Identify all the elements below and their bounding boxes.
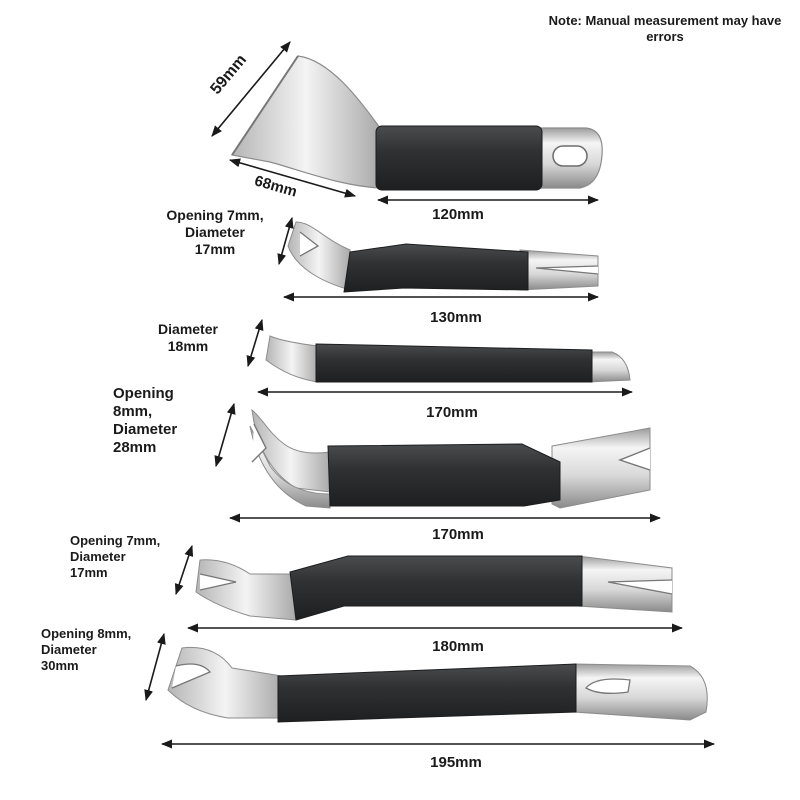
tool-3-spec-label: Diameter 18mm — [158, 321, 218, 354]
tool-6-right-end — [573, 663, 708, 721]
tool-5-opening-line — [174, 544, 194, 596]
tool-3-flat-pry-bar — [265, 335, 631, 383]
tool-5-grip — [289, 555, 583, 621]
tool-2-pry-tool — [287, 221, 599, 293]
tool-5-double-fork-bar — [195, 555, 673, 621]
tool-4-spec-label: Opening 8mm, Diameter 28mm — [113, 385, 178, 456]
tool-1-length-label: 120mm — [432, 206, 484, 223]
tool-4-opening-line — [214, 402, 236, 468]
tool-3-length-label: 170mm — [426, 404, 478, 421]
tool-4-right-fork — [551, 427, 651, 509]
tool-1-depth-line — [228, 158, 357, 198]
tool-2-spec-label: Opening 7mm, Diameter 17mm — [166, 207, 264, 257]
tool-6-grip — [277, 663, 577, 723]
tool-3-diameter-line — [246, 318, 264, 368]
tool-2-fork-end — [287, 221, 351, 291]
tool-6-opening-line — [144, 632, 166, 702]
tool-4-fork-pry-bar — [249, 408, 651, 509]
tool-3-right-tip — [587, 351, 631, 383]
tool-6-long-pry-bar — [167, 646, 708, 723]
tool-3-left-blade — [265, 335, 319, 383]
tool-1-spatula — [230, 55, 603, 191]
tool-2-length-label: 130mm — [430, 309, 482, 326]
tool-1-width-line — [211, 41, 291, 137]
tool-4-length-label: 170mm — [432, 526, 484, 543]
measurement-note: Note: Manual measurement may have errors — [548, 13, 782, 44]
tool-5-length-label: 180mm — [432, 638, 484, 655]
tool-2-opening-line — [277, 216, 294, 266]
tool-6-spec-label: Opening 8mm, Diameter 30mm — [41, 626, 132, 673]
tool-1-grip — [375, 125, 543, 191]
tool-5-spec-label: Opening 7mm, Diameter 17mm — [70, 533, 161, 580]
tool-6-length-label: 195mm — [430, 754, 482, 771]
tool-5-left-fork — [195, 559, 297, 621]
tool-1-hanging-hole — [552, 145, 588, 167]
tool-4-grip — [327, 443, 561, 507]
tool-2-grip — [343, 243, 529, 293]
tool-3-grip — [315, 343, 593, 383]
